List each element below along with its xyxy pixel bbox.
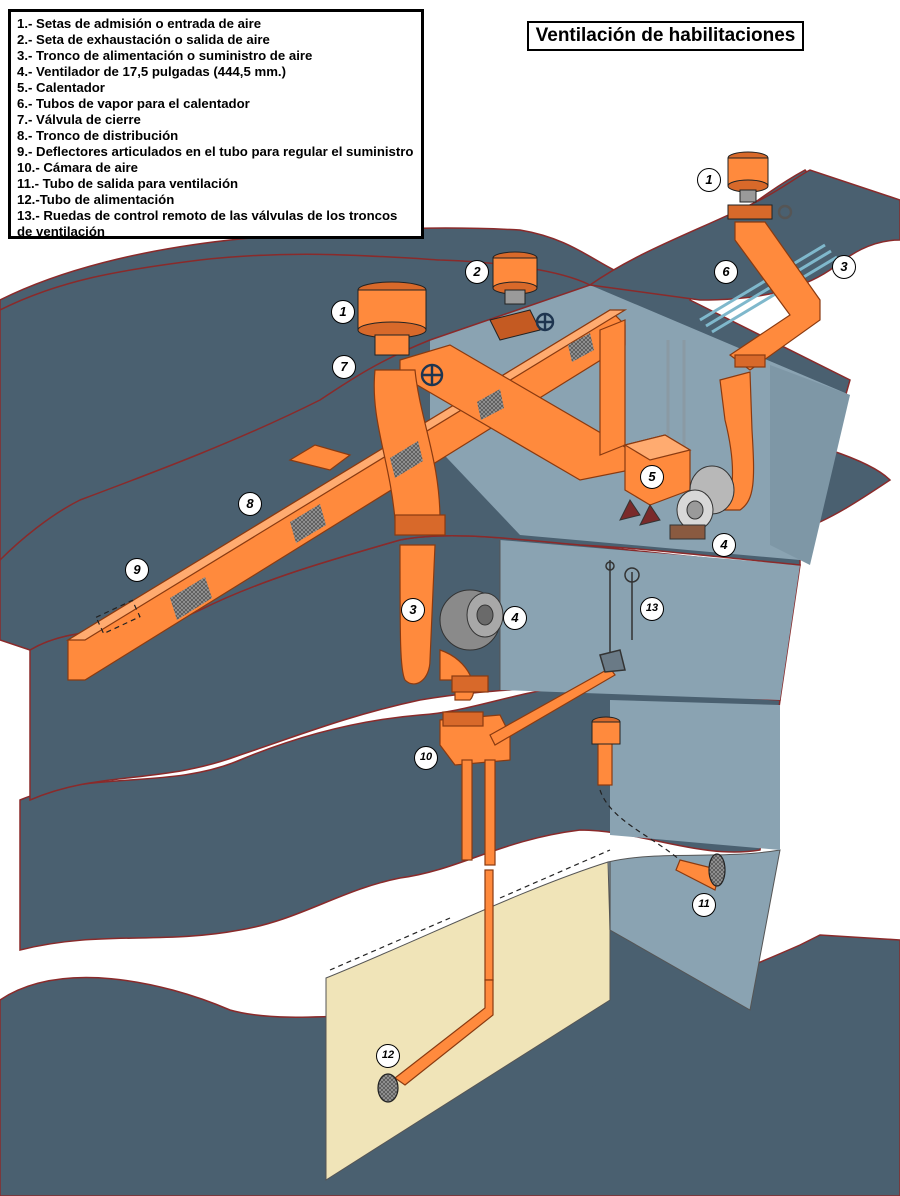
callout-4-lower: 4 xyxy=(503,606,527,630)
callout-6: 6 xyxy=(714,260,738,284)
legend-item-1: 1.- Setas de admisión o entrada de aire xyxy=(17,16,262,31)
legend-item-6: 6.- Tubos de vapor para el calentador xyxy=(17,96,250,111)
callout-1-left: 1 xyxy=(331,300,355,324)
remote-control-rods xyxy=(599,560,640,673)
legend-item-13: 13.- Ruedas de control remoto de las vál… xyxy=(17,208,398,239)
callout-7: 7 xyxy=(332,355,356,379)
legend-item-3: 3.- Tronco de alimentación o suministro … xyxy=(17,48,313,63)
wall-right xyxy=(770,365,850,565)
supply-trunk-3-top xyxy=(728,221,821,371)
deck-3 xyxy=(19,684,781,951)
callout-9: 9 xyxy=(125,558,149,582)
callout-10: 10 xyxy=(414,746,438,770)
valve-wheels xyxy=(420,204,793,387)
bulkhead-lower xyxy=(610,700,780,850)
deck-roof xyxy=(0,253,592,562)
callout-11: 11 xyxy=(692,893,716,917)
legend: 1.- Setas de admisión o entrada de aire … xyxy=(8,9,424,239)
callout-2: 2 xyxy=(465,260,489,284)
diagram-title: Ventilación de habilitaciones xyxy=(527,21,804,51)
callout-8: 8 xyxy=(238,492,262,516)
legend-item-9: 9.- Deflectores articulados en el tubo p… xyxy=(17,144,414,159)
legend-item-5: 5.- Calentador xyxy=(17,80,105,95)
callout-13: 13 xyxy=(640,597,664,621)
callout-3-right: 3 xyxy=(832,255,856,279)
callout-12: 12 xyxy=(376,1044,400,1068)
callout-3-left: 3 xyxy=(401,598,425,622)
deflector-grilles xyxy=(170,333,594,620)
callout-4-upper: 4 xyxy=(712,533,736,557)
callout-5: 5 xyxy=(640,465,664,489)
air-chamber xyxy=(439,714,511,766)
legend-item-11: 11.- Tubo de salida para ventilación xyxy=(17,176,239,191)
callout-1-right: 1 xyxy=(697,168,721,192)
legend-item-2: 2.- Seta de exhaustación o salida de air… xyxy=(17,32,270,47)
legend-item-10: 10.- Cámara de aire xyxy=(17,160,138,175)
legend-item-4: 4.- Ventilador de 17,5 pulgadas (444,5 m… xyxy=(17,64,286,79)
fan-upper xyxy=(619,465,735,540)
mushroom-vents xyxy=(357,151,773,745)
legend-item-8: 8.- Tronco de distribución xyxy=(17,128,179,143)
legend-item-12: 12.-Tubo de alimentación xyxy=(17,192,175,207)
cabin-side-wall xyxy=(607,849,781,1011)
legend-item-7: 7.- Válvula de cierre xyxy=(17,112,141,127)
